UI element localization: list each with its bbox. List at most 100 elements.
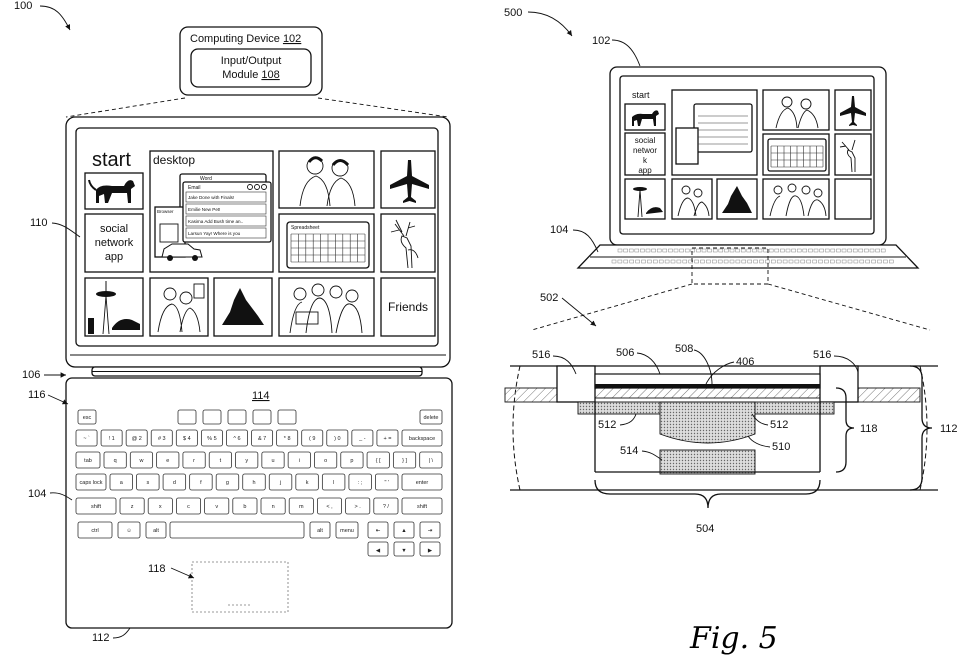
keyboard-key[interactable]: [335, 521, 359, 539]
keyboard-key[interactable]: [276, 429, 299, 447]
keyboard-key[interactable]: [373, 497, 399, 515]
key-label: enter: [416, 480, 429, 486]
keyboard-key[interactable]: [117, 521, 141, 539]
ref-118: 118: [148, 563, 166, 575]
keyboard-key[interactable]: [200, 429, 223, 447]
keyboard-key[interactable]: [202, 409, 222, 425]
keyboard-key[interactable]: [376, 429, 399, 447]
keyboard-key[interactable]: [75, 497, 117, 515]
keyboard-key[interactable]: [227, 409, 247, 425]
keyboard-key[interactable]: [136, 473, 160, 491]
family-photo-tile[interactable]: [149, 277, 209, 337]
keyboard-key[interactable]: [169, 521, 305, 539]
small-deer-tile: [834, 133, 872, 176]
brace-112: [909, 365, 933, 491]
ref-104-b: 104: [550, 224, 568, 236]
ref-106: 106: [22, 369, 40, 381]
family-photo-icon: [157, 283, 205, 333]
keyboard-key[interactable]: [375, 473, 399, 491]
keyboard-key[interactable]: [242, 473, 266, 491]
keyboard-key[interactable]: [75, 473, 107, 491]
keyboard-key[interactable]: [268, 473, 293, 491]
keyboard-key[interactable]: [182, 451, 206, 469]
keyboard-key[interactable]: [348, 473, 372, 491]
keyboard-key[interactable]: [162, 473, 187, 491]
keyboard-key[interactable]: [251, 429, 274, 447]
keyboard-key[interactable]: [77, 521, 113, 539]
keyboard-key[interactable]: [103, 451, 127, 469]
keyboard-key[interactable]: [226, 429, 248, 447]
keyboard-key[interactable]: [419, 521, 441, 539]
keyboard-key[interactable]: [119, 497, 145, 515]
key-label: h: [252, 480, 255, 486]
keyboard-key[interactable]: [150, 429, 173, 447]
ref-108: 108: [261, 69, 279, 81]
keyboard-key[interactable]: [309, 521, 331, 539]
keyboard-key[interactable]: [351, 429, 374, 447]
keyboard-key[interactable]: [366, 451, 390, 469]
keyboard-key[interactable]: [145, 521, 167, 539]
keyboard-key[interactable]: [75, 429, 98, 447]
ref-116: 116: [28, 389, 46, 401]
arrow-key[interactable]: [419, 541, 441, 557]
keyboard-key[interactable]: [301, 429, 324, 447]
keyboard-key[interactable]: [175, 429, 198, 447]
keyboard-key[interactable]: [345, 497, 371, 515]
keyboard-key[interactable]: [316, 497, 342, 515]
keyboard-key[interactable]: [215, 473, 240, 491]
keyboard-key[interactable]: [277, 409, 297, 425]
key-label: tab: [84, 458, 92, 464]
keyboard-key[interactable]: [252, 409, 272, 425]
keyboard-key[interactable]: [156, 451, 180, 469]
trackpad[interactable]: [191, 561, 289, 613]
ref-116-leader: [47, 394, 69, 405]
friends-tile[interactable]: [380, 277, 436, 337]
keyboard-key[interactable]: [401, 497, 443, 515]
keyboard-key[interactable]: [189, 473, 213, 491]
social-label-2: network: [95, 237, 134, 249]
keyboard-key[interactable]: [340, 451, 364, 469]
keyboard-key[interactable]: [75, 451, 101, 469]
keyboard-key[interactable]: [129, 451, 154, 469]
keyboard-key[interactable]: [204, 497, 230, 515]
ref-500-leader: [527, 11, 573, 37]
keyboard-key[interactable]: [392, 451, 417, 469]
keyboard-key[interactable]: [109, 473, 133, 491]
small-social-2: networ: [633, 146, 657, 155]
keyboard-key[interactable]: [125, 429, 148, 447]
keyboard-key[interactable]: [288, 497, 314, 515]
frame-516-left: [556, 365, 596, 403]
keyboard-key[interactable]: [100, 429, 123, 447]
keyboard-key[interactable]: [367, 521, 389, 539]
arrow-key[interactable]: [367, 541, 389, 557]
couple-photo-tile[interactable]: [278, 150, 375, 209]
keyboard-key[interactable]: [295, 473, 319, 491]
keyboard-key[interactable]: [419, 409, 443, 425]
small-social-3: k: [643, 156, 648, 165]
keyboard-key[interactable]: [326, 429, 349, 447]
keyboard-key[interactable]: [261, 451, 285, 469]
group-photo-tile[interactable]: [278, 277, 375, 337]
keyboard-key[interactable]: [401, 473, 443, 491]
keyboard-key[interactable]: [177, 409, 197, 425]
social-network-tile[interactable]: [84, 213, 144, 273]
keyboard-key[interactable]: [147, 497, 173, 515]
arrow-key[interactable]: [393, 541, 415, 557]
key-label: menu: [340, 528, 354, 534]
keyboard-key[interactable]: [314, 451, 338, 469]
keyboard-key[interactable]: [287, 451, 311, 469]
keyboard-key[interactable]: [393, 521, 415, 539]
keyboard-key[interactable]: [401, 429, 443, 447]
keyboard-key[interactable]: [208, 451, 232, 469]
keyboard-key[interactable]: [77, 409, 97, 425]
email-window-btn: [261, 184, 267, 190]
keyboard-key[interactable]: [232, 497, 258, 515]
keyboard-key[interactable]: [321, 473, 346, 491]
keyboard-key[interactable]: [419, 451, 443, 469]
keyboard-key[interactable]: [175, 497, 201, 515]
keyboard-key[interactable]: [260, 497, 286, 515]
desktop-label: desktop: [153, 153, 195, 167]
deer-tile[interactable]: [380, 213, 436, 273]
keyboard-key[interactable]: [235, 451, 259, 469]
